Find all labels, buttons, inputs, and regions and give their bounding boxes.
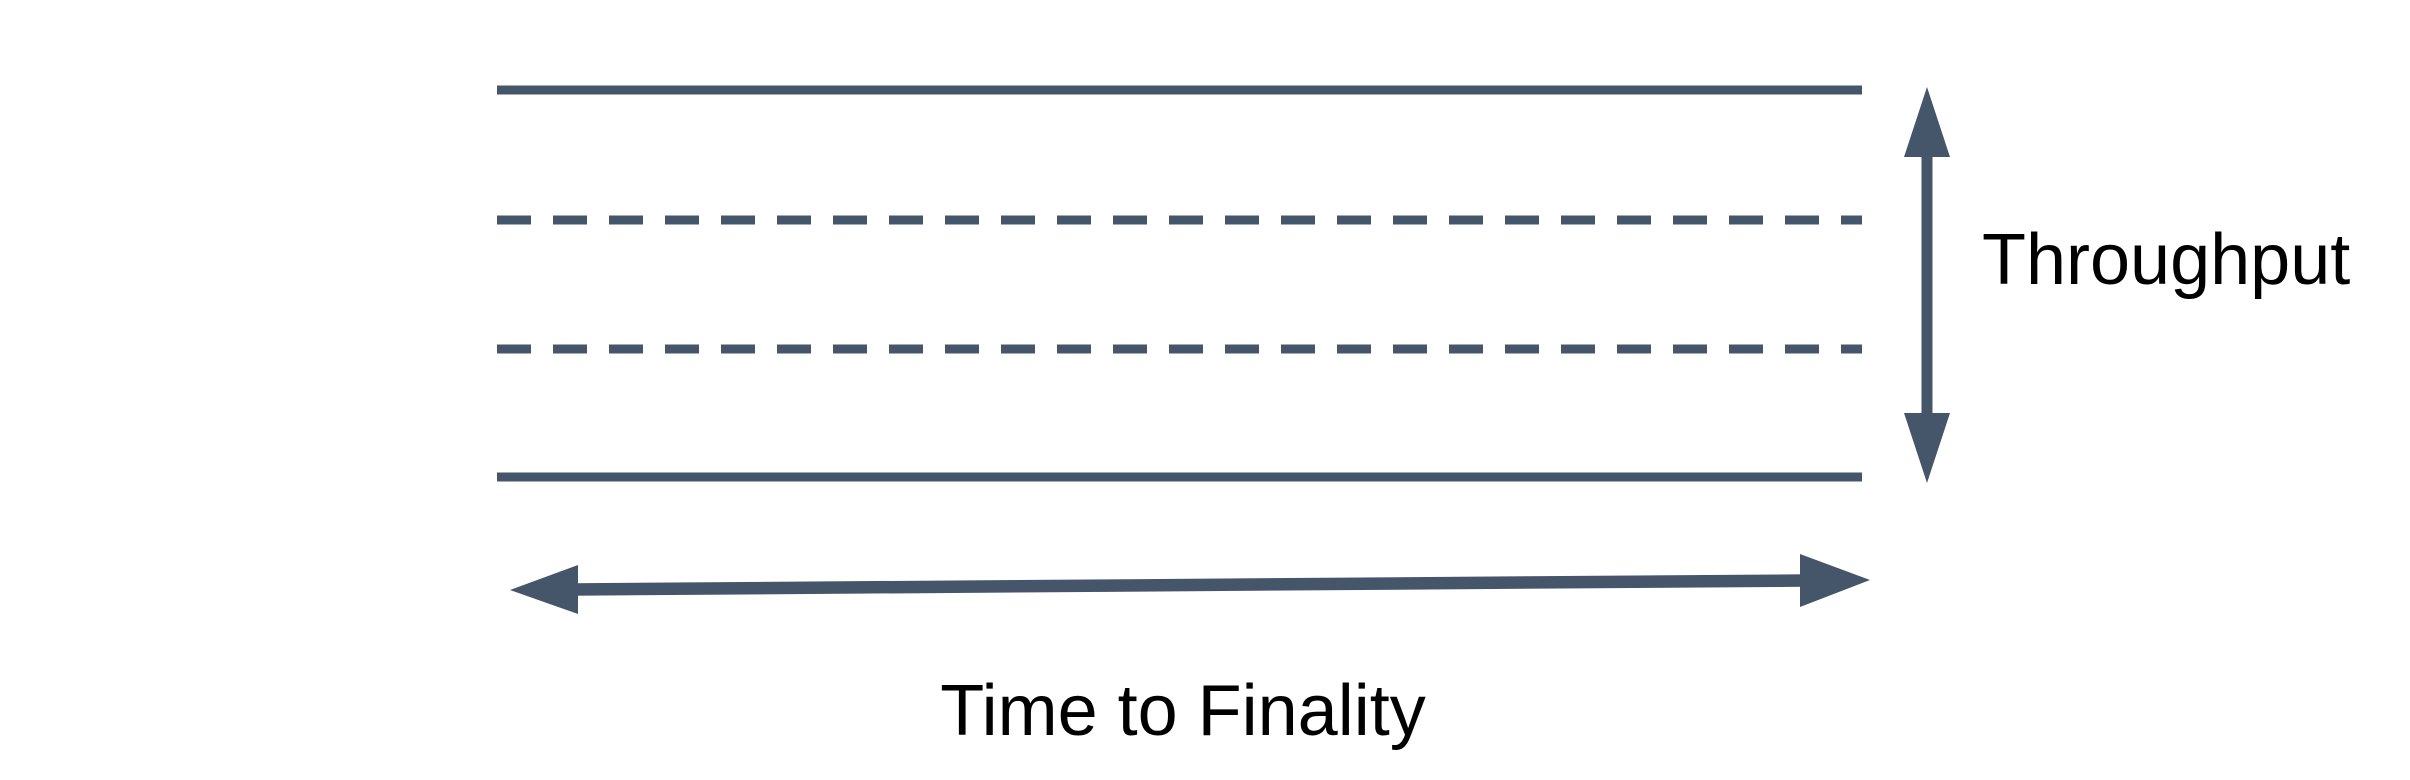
- time-to-finality-label: Time to Finality: [940, 671, 1426, 751]
- horizontal-double-arrow-icon: [510, 554, 1870, 614]
- horizontal-arrow-shaft: [571, 574, 1807, 596]
- vertical-arrow-head-top: [1904, 87, 1950, 157]
- vertical-double-arrow-icon: [1904, 87, 1950, 483]
- horizontal-arrow-head-left: [510, 565, 578, 614]
- vertical-arrow-head-bottom: [1904, 413, 1950, 483]
- throughput-label: Throughput: [1982, 220, 2351, 300]
- horizontal-arrow-head-right: [1800, 554, 1870, 607]
